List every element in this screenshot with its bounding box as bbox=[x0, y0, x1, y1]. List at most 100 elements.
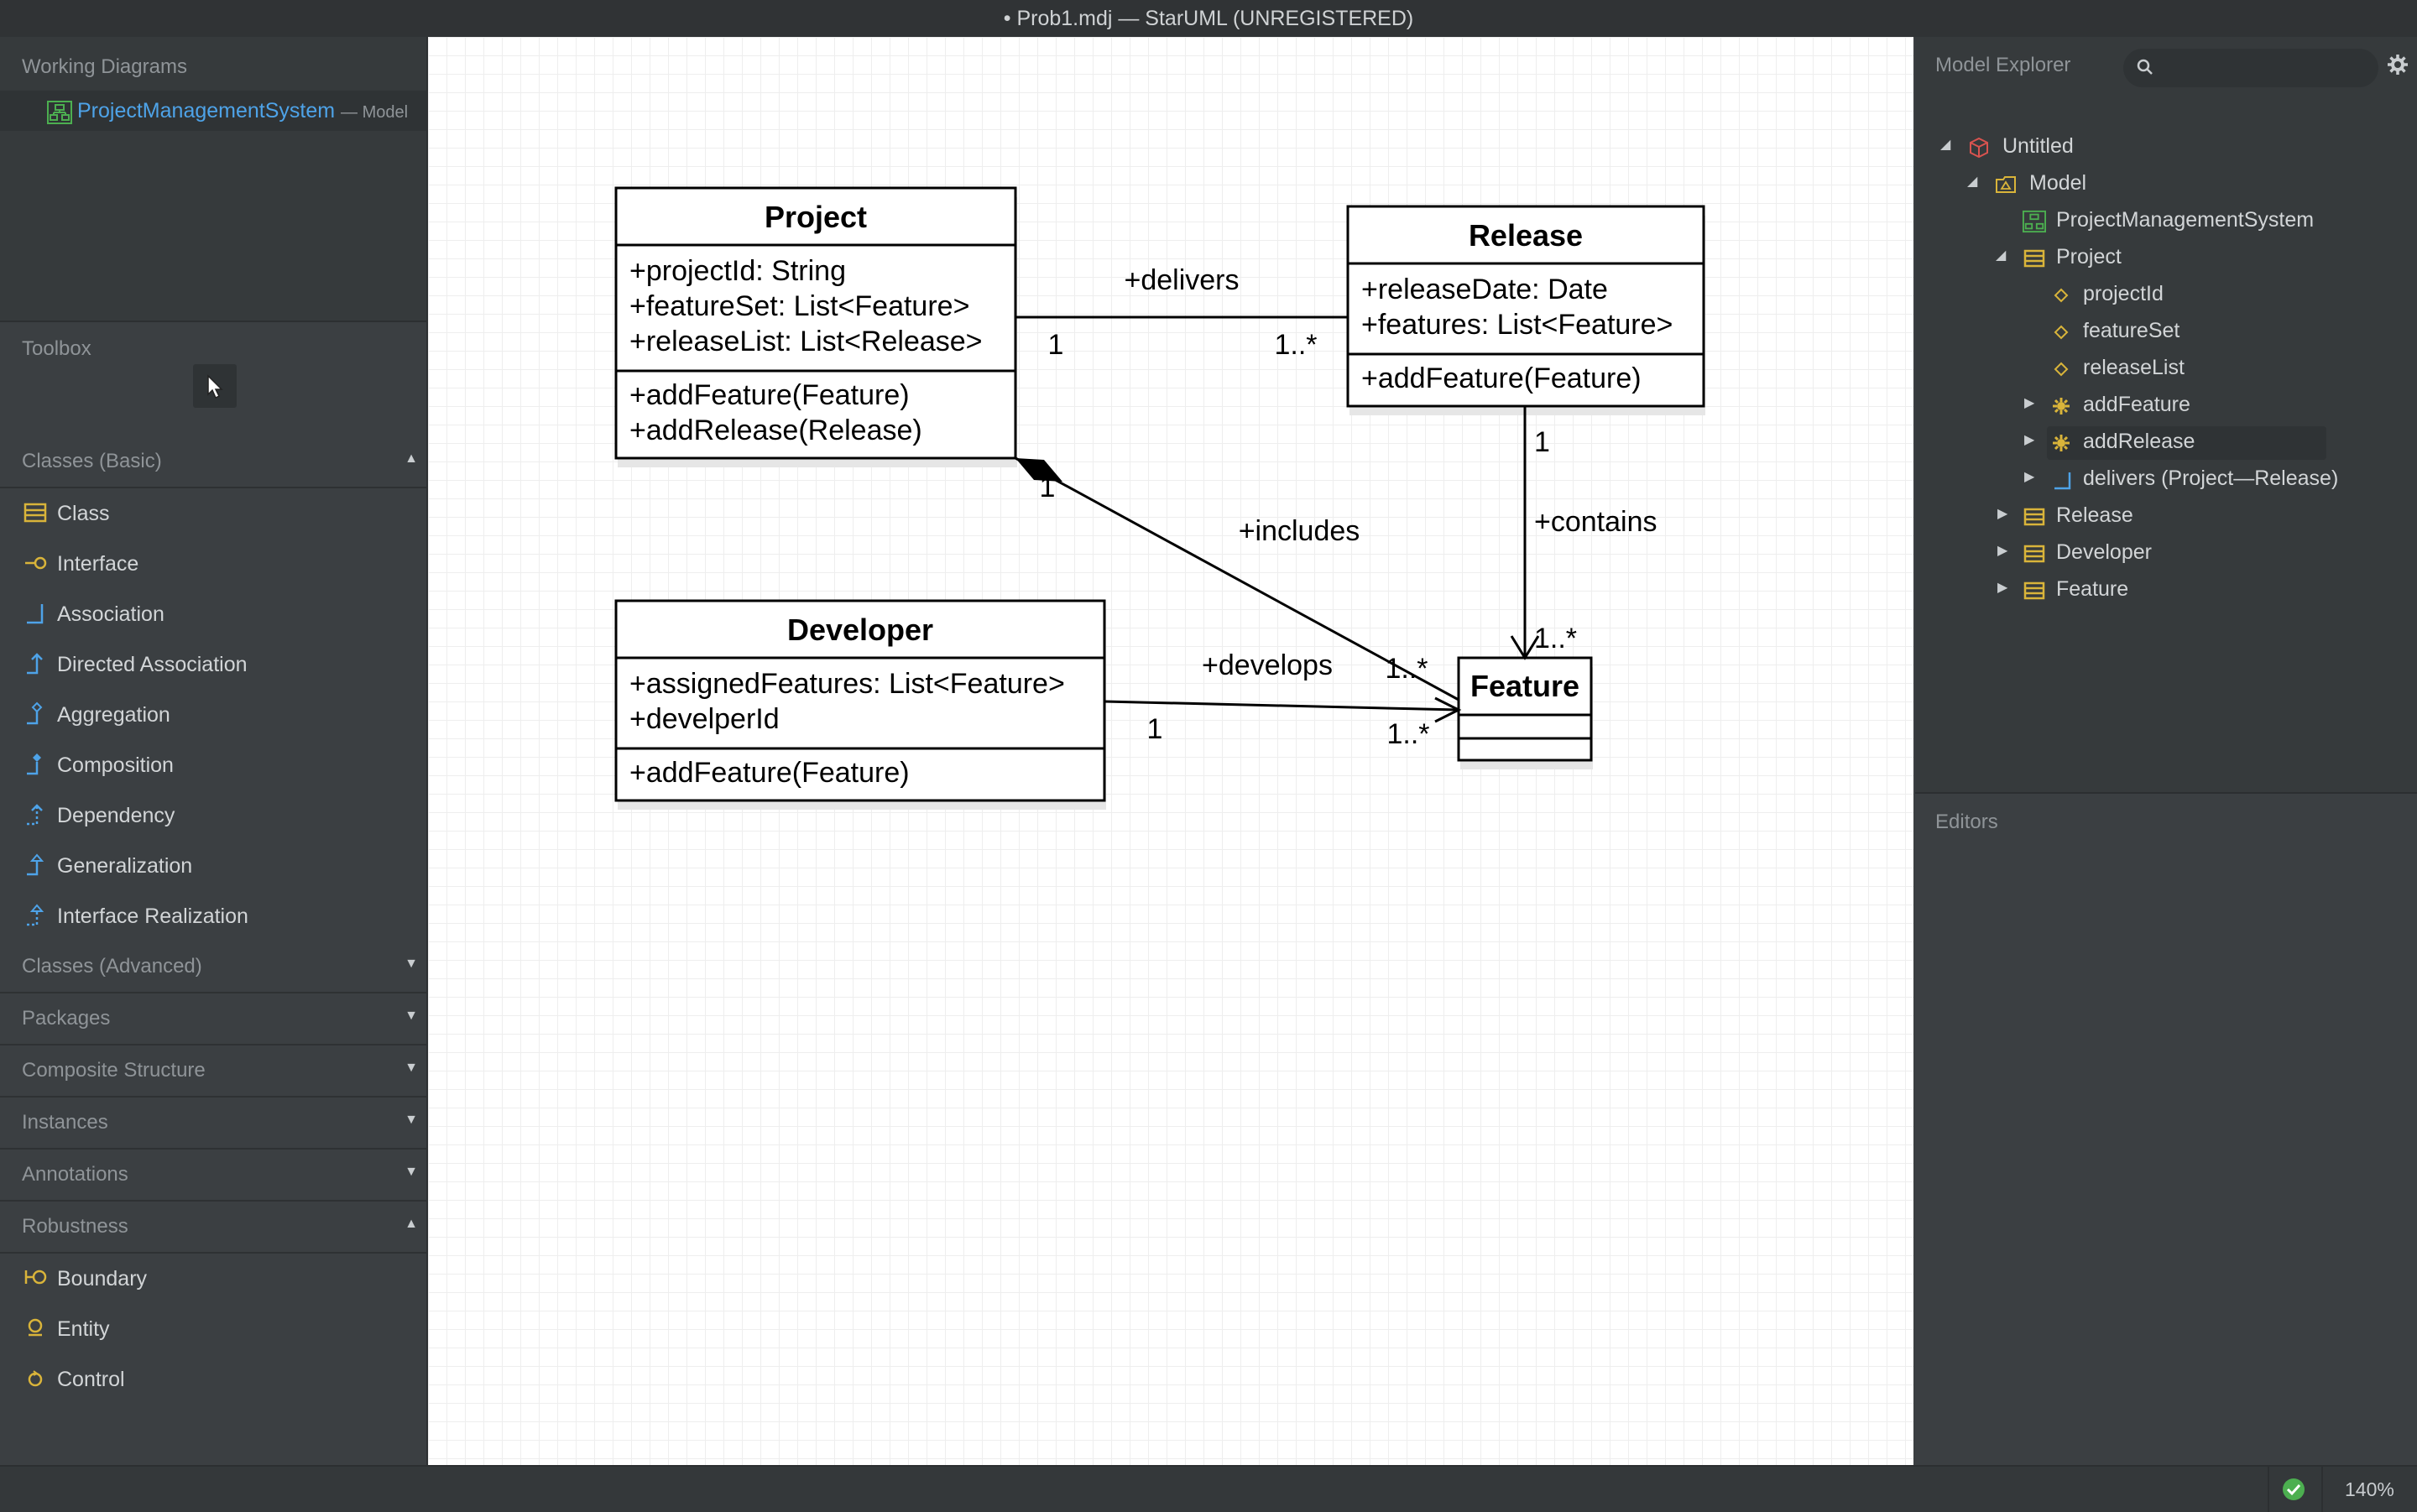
project-icon bbox=[1970, 137, 1988, 159]
category-classes-basic[interactable]: Classes (Basic) ▲ bbox=[0, 436, 426, 488]
status-divider bbox=[2268, 1467, 2269, 1512]
association-label: +contains bbox=[1534, 506, 1657, 538]
class-project[interactable]: Project +projectId: String +featureSet: … bbox=[614, 186, 1017, 460]
tree-item-addrelease[interactable]: ▶ addRelease bbox=[2024, 430, 2195, 453]
dependency-icon bbox=[27, 804, 43, 826]
collapse-triangle-icon: ◢ bbox=[1967, 175, 1978, 189]
association-icon bbox=[2054, 472, 2071, 490]
class-release[interactable]: Release +releaseDate: Date +features: Li… bbox=[1346, 205, 1705, 408]
multiplicity: 1..* bbox=[1386, 718, 1429, 750]
tree-item-developer[interactable]: ▶ Developer bbox=[1997, 540, 2152, 564]
expand-triangle-icon: ▶ bbox=[1997, 544, 2008, 558]
interface-realization-icon bbox=[27, 904, 44, 926]
tool-entity[interactable]: Entity bbox=[0, 1304, 426, 1354]
tool-class[interactable]: Class bbox=[0, 488, 426, 539]
model-explorer-panel: Model Explorer ◢ Untitled ◢ Model Projec… bbox=[1915, 37, 2417, 794]
tree-item-untitled[interactable]: ◢ Untitled bbox=[1940, 134, 2074, 159]
class-icon bbox=[2023, 249, 2045, 268]
gear-icon[interactable] bbox=[2385, 52, 2410, 77]
multiplicity: 1..* bbox=[1274, 329, 1317, 361]
expand-arrow-icon: ▼ bbox=[405, 1061, 418, 1075]
tree-item-featureset[interactable]: featureSet bbox=[1915, 314, 2417, 351]
tool-dependency[interactable]: Dependency bbox=[0, 790, 426, 841]
validation-ok-icon[interactable] bbox=[2281, 1477, 2306, 1502]
class-icon bbox=[2023, 508, 2045, 526]
expand-arrow-icon: ▼ bbox=[405, 1165, 418, 1179]
expand-triangle-icon: ▶ bbox=[2024, 433, 2035, 447]
working-diagrams-title: Working Diagrams bbox=[22, 55, 187, 78]
tree-item-model[interactable]: ◢ Model bbox=[1967, 171, 2087, 195]
expand-triangle-icon: ▶ bbox=[2024, 396, 2035, 410]
category-packages[interactable]: Packages ▼ bbox=[0, 993, 426, 1045]
class-name: Release bbox=[1469, 218, 1583, 253]
tool-composition[interactable]: Composition bbox=[0, 740, 426, 790]
category-composite-structure[interactable]: Composite Structure ▼ bbox=[0, 1045, 426, 1098]
model-explorer-title: Model Explorer bbox=[1935, 54, 2071, 76]
tree-item-releaselist[interactable]: releaseList bbox=[1915, 351, 2417, 388]
editors-title: Editors bbox=[1935, 811, 1998, 833]
composition-includes[interactable]: +includes 1 1..* bbox=[1015, 456, 1459, 701]
expand-arrow-icon: ▼ bbox=[405, 957, 418, 971]
class-icon bbox=[23, 503, 47, 523]
tool-aggregation[interactable]: Aggregation bbox=[0, 690, 426, 740]
tree-item-release[interactable]: ▶ Release bbox=[1997, 503, 2133, 527]
multiplicity: 1..* bbox=[1385, 653, 1428, 685]
directed-association-develops[interactable]: +develops 1 1..* bbox=[1104, 649, 1462, 750]
directed-association-contains[interactable]: +contains 1 1..* bbox=[1510, 406, 1657, 660]
operation: +addFeature(Feature) bbox=[629, 379, 910, 411]
operation-gear-icon bbox=[2053, 398, 2070, 414]
explorer-search-input[interactable] bbox=[2123, 49, 2378, 87]
tree-item-projectid[interactable]: projectId bbox=[1915, 277, 2417, 314]
tool-interface[interactable]: Interface bbox=[0, 539, 426, 589]
collapse-arrow-icon: ▲ bbox=[405, 451, 418, 466]
tool-association[interactable]: Association bbox=[0, 589, 426, 639]
association-label: +includes bbox=[1239, 515, 1360, 547]
tool-generalization[interactable]: Generalization bbox=[0, 841, 426, 891]
toolbox-title: Toolbox bbox=[22, 337, 91, 360]
category-robustness[interactable]: Robustness ▲ bbox=[0, 1202, 426, 1254]
generalization-icon bbox=[27, 853, 44, 876]
attribute: +releaseDate: Date bbox=[1361, 274, 1608, 305]
directed-association-icon bbox=[27, 653, 43, 675]
cursor-icon bbox=[207, 374, 223, 399]
attribute-icon bbox=[2054, 362, 2069, 377]
interface-icon bbox=[25, 556, 47, 570]
multiplicity: 1 bbox=[1048, 329, 1064, 361]
class-diagram-icon bbox=[2023, 210, 2046, 233]
association-label: +delivers bbox=[1124, 264, 1239, 296]
zoom-level[interactable]: 140% bbox=[2345, 1478, 2394, 1500]
window-title: • Prob1.mdj — StarUML (UNREGISTERED) bbox=[0, 0, 2417, 37]
operation: +addFeature(Feature) bbox=[1361, 362, 1642, 394]
class-feature[interactable]: Feature bbox=[1457, 656, 1593, 762]
operation: +addFeature(Feature) bbox=[629, 757, 910, 789]
class-developer[interactable]: Developer +assignedFeatures: List<Featur… bbox=[614, 599, 1106, 802]
control-icon bbox=[28, 1370, 43, 1387]
tree-item-feature[interactable]: ▶ Feature bbox=[1997, 577, 2129, 601]
aggregation-icon bbox=[27, 701, 43, 725]
tree-item-delivers[interactable]: ▶ delivers (Project—Release) bbox=[2024, 467, 2339, 490]
tree-item-diagram[interactable]: ProjectManagementSystem bbox=[1915, 203, 2417, 240]
select-tool-button[interactable] bbox=[193, 364, 237, 408]
tool-boundary[interactable]: Boundary bbox=[0, 1254, 426, 1304]
multiplicity: 1..* bbox=[1534, 623, 1577, 654]
attribute: +releaseList: List<Release> bbox=[629, 326, 983, 357]
working-diagram-item[interactable]: ProjectManagementSystem — Model bbox=[0, 91, 426, 131]
association-label: +develops bbox=[1202, 649, 1333, 681]
diagram-canvas[interactable]: Project +projectId: String +featureSet: … bbox=[428, 37, 1913, 1465]
category-annotations[interactable]: Annotations ▼ bbox=[0, 1150, 426, 1202]
multiplicity: 1 bbox=[1534, 426, 1550, 458]
category-instances[interactable]: Instances ▼ bbox=[0, 1098, 426, 1150]
search-icon bbox=[2137, 59, 2153, 75]
association-delivers[interactable]: +delivers 1 1..* bbox=[1015, 264, 1348, 361]
tool-directed-association[interactable]: Directed Association bbox=[0, 639, 426, 690]
tree-item-project[interactable]: ◢ Project bbox=[1996, 245, 2122, 269]
tree-selection-highlight bbox=[2047, 426, 2326, 460]
category-classes-advanced[interactable]: Classes (Advanced) ▼ bbox=[0, 941, 426, 993]
collapse-triangle-icon: ◢ bbox=[1996, 248, 2007, 263]
attribute-icon bbox=[2054, 288, 2069, 303]
tree-item-addfeature[interactable]: ▶ addFeature bbox=[2024, 393, 2190, 416]
collapse-arrow-icon: ▲ bbox=[405, 1217, 418, 1231]
model-icon bbox=[1996, 176, 2016, 193]
tool-control[interactable]: Control bbox=[0, 1354, 426, 1405]
tool-interface-realization[interactable]: Interface Realization bbox=[0, 891, 426, 941]
